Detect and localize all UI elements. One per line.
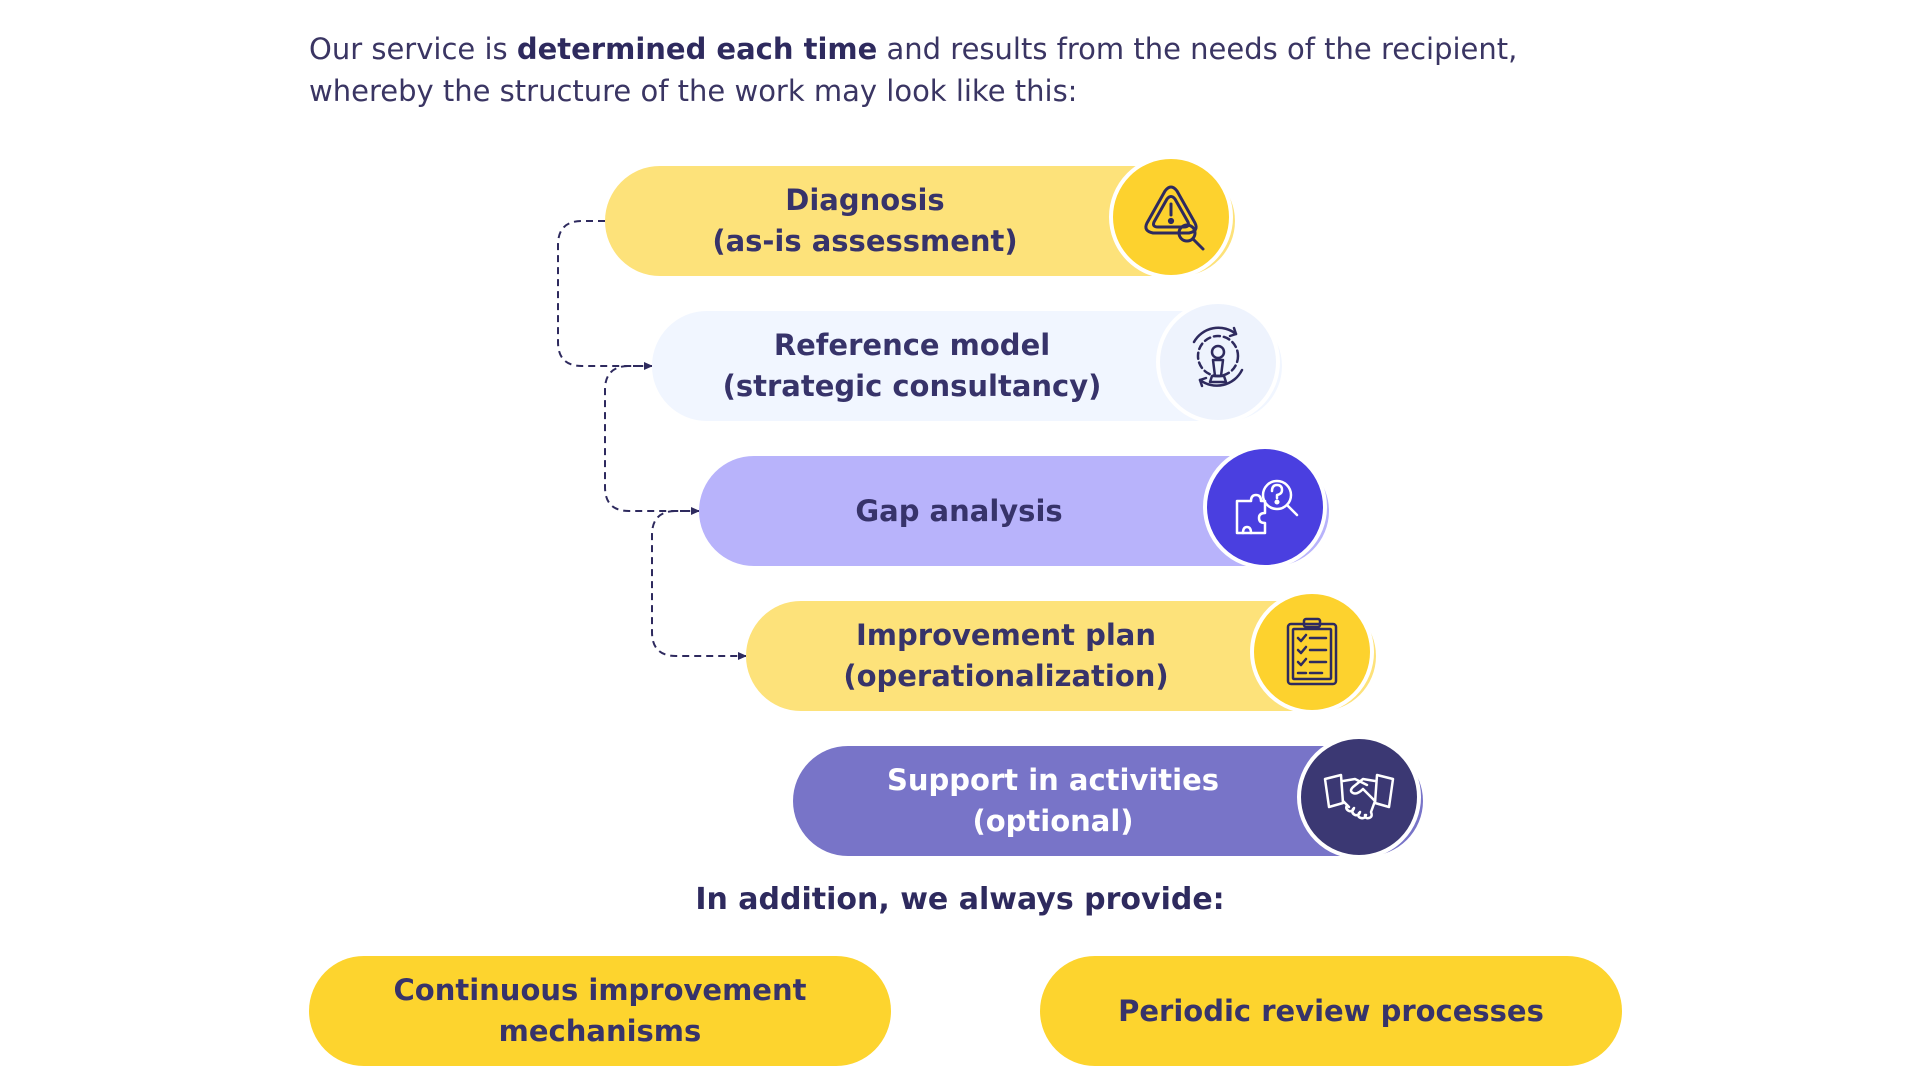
extra-continuous-improvement: Continuous improvement mechanisms bbox=[309, 956, 891, 1066]
step-gap-analysis-title: Gap analysis bbox=[855, 493, 1063, 528]
step-diagnosis-title: Diagnosis bbox=[785, 183, 945, 217]
extra-continuous-improvement-line2: mechanisms bbox=[498, 1014, 702, 1048]
step-improvement-plan-subtitle: (operationalization) bbox=[843, 659, 1169, 693]
step-gap-analysis-label: Gap analysis bbox=[855, 491, 1062, 532]
extra-continuous-improvement-line1: Continuous improvement bbox=[393, 973, 807, 1007]
step-reference-model-subtitle: (strategic consultancy) bbox=[722, 369, 1102, 403]
intro-paragraph: Our service is determined each time and … bbox=[309, 28, 1649, 112]
extra-periodic-review-line1: Periodic review processes bbox=[1118, 993, 1544, 1028]
gear-chess-pawn-icon bbox=[1156, 300, 1280, 424]
step-diagnosis-subtitle: (as-is assessment) bbox=[712, 224, 1018, 258]
step-support-activities-subtitle: (optional) bbox=[972, 804, 1134, 838]
clipboard-checklist-icon bbox=[1250, 590, 1374, 714]
step-improvement-plan-label: Improvement plan (operationalization) bbox=[843, 615, 1168, 697]
extra-periodic-review: Periodic review processes bbox=[1040, 956, 1622, 1066]
step-reference-model-title: Reference model bbox=[773, 328, 1051, 362]
step-support-activities-title: Support in activities bbox=[886, 763, 1220, 797]
intro-text-bold: determined each time bbox=[516, 32, 878, 66]
extra-periodic-review-label: Periodic review processes bbox=[1118, 991, 1544, 1032]
puzzle-magnifier-icon bbox=[1203, 445, 1327, 569]
addition-heading: In addition, we always provide: bbox=[695, 882, 1225, 917]
step-support-activities-label: Support in activities (optional) bbox=[887, 760, 1219, 842]
extra-continuous-improvement-label: Continuous improvement mechanisms bbox=[394, 970, 807, 1052]
step-reference-model-label: Reference model (strategic consultancy) bbox=[723, 325, 1102, 407]
intro-text-before: Our service is bbox=[309, 32, 517, 66]
intro-text-after: and results from the needs of the recipi… bbox=[309, 32, 1518, 108]
warning-magnifier-icon bbox=[1109, 155, 1233, 279]
handshake-icon bbox=[1297, 735, 1421, 859]
step-improvement-plan-title: Improvement plan bbox=[856, 618, 1156, 652]
step-diagnosis-label: Diagnosis (as-is assessment) bbox=[712, 180, 1017, 262]
